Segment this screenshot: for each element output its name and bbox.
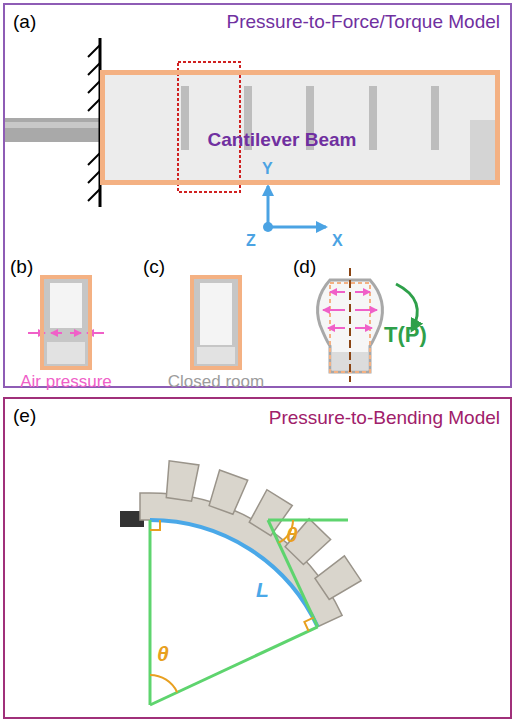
tube-highlight <box>3 122 100 128</box>
angle-label: θ <box>157 642 169 666</box>
node-text: Air pressure <box>8 372 124 392</box>
length-label: L <box>256 578 269 602</box>
beam-box: Cantilever Beam <box>100 70 500 185</box>
closed-section <box>194 278 238 367</box>
closed-cavity <box>200 283 232 345</box>
axis-label: Z <box>246 232 256 250</box>
beam-tip <box>470 120 497 180</box>
node-text: Cantilever Beam <box>182 129 382 151</box>
section-highlight <box>178 62 240 192</box>
axis-triad <box>263 186 326 232</box>
panel-label: (e) <box>13 405 53 427</box>
air-tube <box>3 118 100 142</box>
node-text: Pressure-to-Force/Torque Model <box>188 11 500 33</box>
panel-label: (d) <box>293 256 316 278</box>
center-axis <box>349 268 351 382</box>
torque-label: T(P) <box>384 322 427 347</box>
node-text: Closed room <box>153 372 279 392</box>
panel-label: (b) <box>10 256 33 278</box>
angle-marks <box>150 520 314 692</box>
geometry-lines <box>150 520 348 705</box>
node-text: Pressure-to-Bending Model <box>228 407 500 429</box>
panel-box: (a) Pressure-to-Force/Torque ModelCantile… <box>3 3 512 388</box>
section-base <box>47 342 85 364</box>
panel-box: (e) Pressure-to-Bending Model <box>3 397 512 719</box>
section-box: Air pressure <box>40 275 92 370</box>
finger-body <box>140 493 342 627</box>
angle-label: θ <box>286 523 298 547</box>
panel-label: (a) <box>13 11 53 33</box>
panel-label: (c) <box>143 256 165 278</box>
closed-base <box>197 347 235 364</box>
section-cavity <box>50 283 82 328</box>
beam-body <box>103 73 497 182</box>
beam-slots <box>181 86 439 150</box>
fixed-wall <box>88 38 100 207</box>
expansion-arrows <box>323 292 377 328</box>
section-box: Closed room <box>190 275 242 370</box>
arc-length <box>150 520 318 627</box>
open-section <box>44 278 88 367</box>
axis-label: X <box>332 232 343 250</box>
axis-label: Y <box>262 160 273 178</box>
pressure-arrows <box>28 332 104 334</box>
